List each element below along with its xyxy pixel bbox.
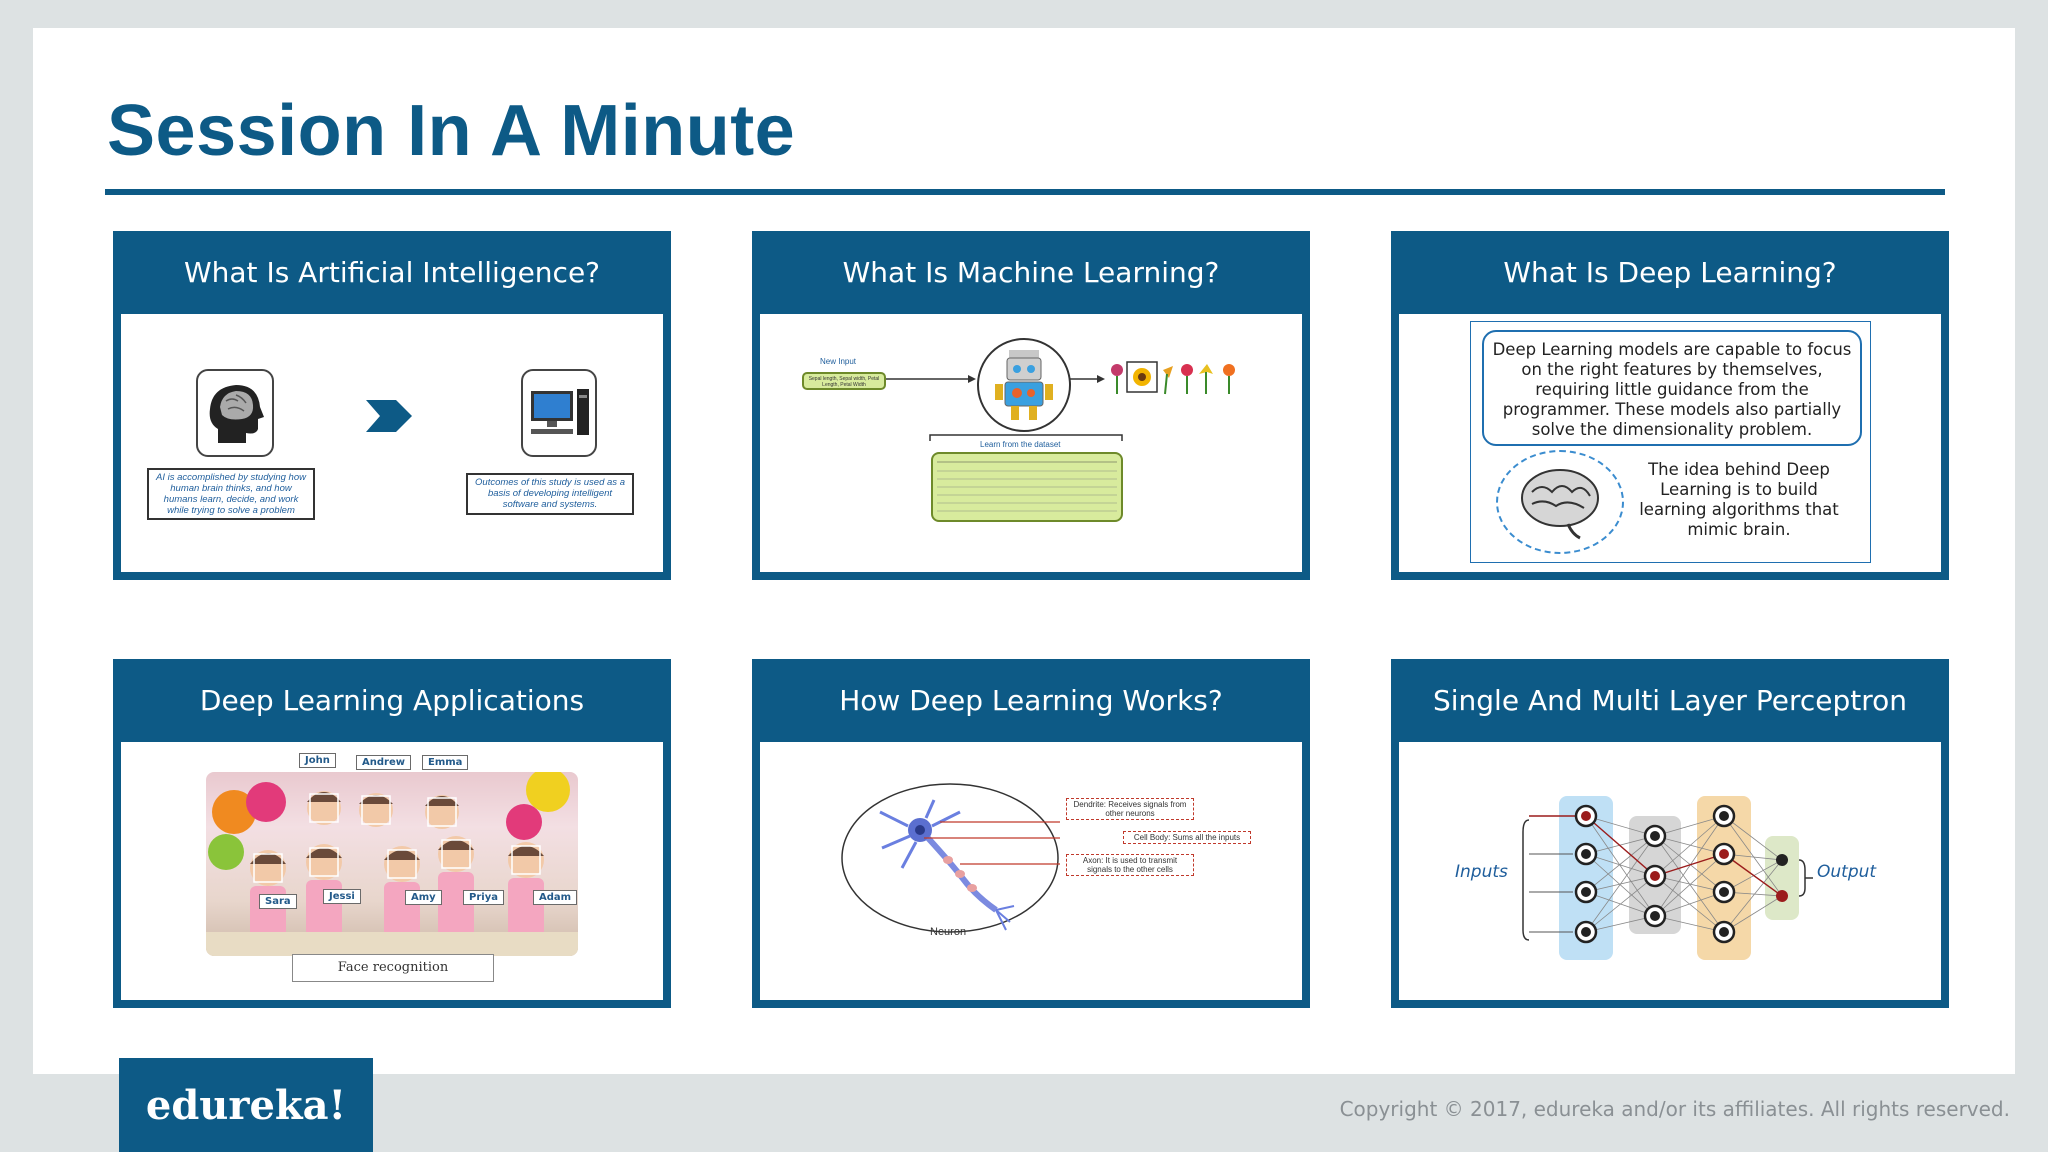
axon-note: Axon: It is used to transmit signals to …: [1066, 854, 1194, 876]
new-input-box: Sepal length, Sepal width, Petal Length,…: [802, 372, 886, 390]
flowers-icon: [1111, 361, 1235, 395]
deep-learning-frame: [1470, 321, 1871, 563]
name-tag: Sara: [259, 894, 297, 909]
deep-learning-idea: The idea behind Deep Learning is to buil…: [1639, 460, 1839, 539]
ai-definition-box: AI is accomplished by studying how human…: [147, 468, 315, 520]
card-body: New Input Sepal length, Sepal width, Pet…: [760, 314, 1302, 572]
slide: Session In A Minute What Is Artificial I…: [33, 28, 2015, 1074]
card-body: John Andrew Emma Sara Jessi Amy Priya Ad…: [121, 742, 663, 1000]
deep-learning-description: Deep Learning models are capable to focu…: [1482, 330, 1862, 446]
inputs-label: Inputs: [1455, 862, 1508, 882]
name-tag: Emma: [422, 755, 469, 770]
robot-circle: [977, 338, 1071, 432]
brain-icon: [1521, 469, 1599, 540]
name-tag: Jessi: [323, 889, 361, 904]
name-tag: Adam: [533, 890, 578, 905]
card-body: Inputs Output: [1399, 742, 1941, 1000]
card-title: What Is Machine Learning?: [842, 256, 1220, 289]
card-how-deep-learning-works[interactable]: How Deep Learning Works? Dendrite: Recei…: [752, 659, 1310, 1008]
card-title: What Is Artificial Intelligence?: [183, 256, 601, 289]
brain-circle: [1496, 450, 1624, 554]
arrow-right-icon: [1069, 375, 1105, 383]
title-divider: [105, 189, 1945, 195]
card-body: Deep Learning models are capable to focu…: [1399, 314, 1941, 572]
card-title: Single And Multi Layer Perceptron: [1432, 684, 1908, 717]
dataset-label: Learn from the dataset: [980, 440, 1061, 449]
neuron-diagram: [841, 783, 1060, 933]
new-input-label: New Input: [820, 357, 857, 366]
dendrite-note: Dendrite: Receives signals from other ne…: [1066, 798, 1194, 820]
name-tag: Amy: [405, 890, 442, 905]
face-recognition-caption: Face recognition: [292, 954, 494, 982]
output-label: Output: [1817, 862, 1877, 882]
card-perceptron[interactable]: Single And Multi Layer Perceptron: [1391, 659, 1949, 1008]
card-artificial-intelligence[interactable]: What Is Artificial Intelligence?: [113, 231, 671, 580]
name-tag: John: [299, 753, 336, 768]
card-body: AI is accomplished by studying how human…: [121, 314, 663, 572]
card-title: What Is Deep Learning?: [1503, 256, 1837, 289]
card-machine-learning[interactable]: What Is Machine Learning? New Input Sepa…: [752, 231, 1310, 580]
card-deep-learning[interactable]: What Is Deep Learning? Deep Learning mod…: [1391, 231, 1949, 580]
dataset-table: [931, 452, 1123, 522]
human-brain-icon: [196, 369, 274, 457]
face-recognition-photo: [206, 772, 578, 956]
ai-outcome-box: Outcomes of this study is used as a basi…: [466, 473, 634, 515]
name-tag: Andrew: [356, 755, 411, 770]
card-body: Dendrite: Receives signals from other ne…: [760, 742, 1302, 1000]
name-tag: Priya: [463, 890, 504, 905]
edureka-logo: edureka!: [119, 1058, 373, 1152]
neural-network-diagram: [1522, 796, 1813, 960]
card-title: Deep Learning Applications: [199, 684, 585, 717]
robot-icon: [995, 350, 1053, 420]
page-title: Session In A Minute: [107, 91, 796, 171]
arrow-right-icon: [366, 400, 412, 432]
computer-icon: [521, 369, 597, 457]
arrow-right-icon: [886, 375, 976, 383]
cell-body-note: Cell Body: Sums all the inputs: [1123, 831, 1251, 844]
card-deep-learning-applications[interactable]: Deep Learning Applications: [113, 659, 671, 1008]
neuron-label: Neuron: [930, 926, 967, 938]
copyright-text: Copyright © 2017, edureka and/or its aff…: [1339, 1097, 2010, 1121]
card-title: How Deep Learning Works?: [839, 684, 1223, 717]
dataset-bracket: [929, 434, 1123, 441]
